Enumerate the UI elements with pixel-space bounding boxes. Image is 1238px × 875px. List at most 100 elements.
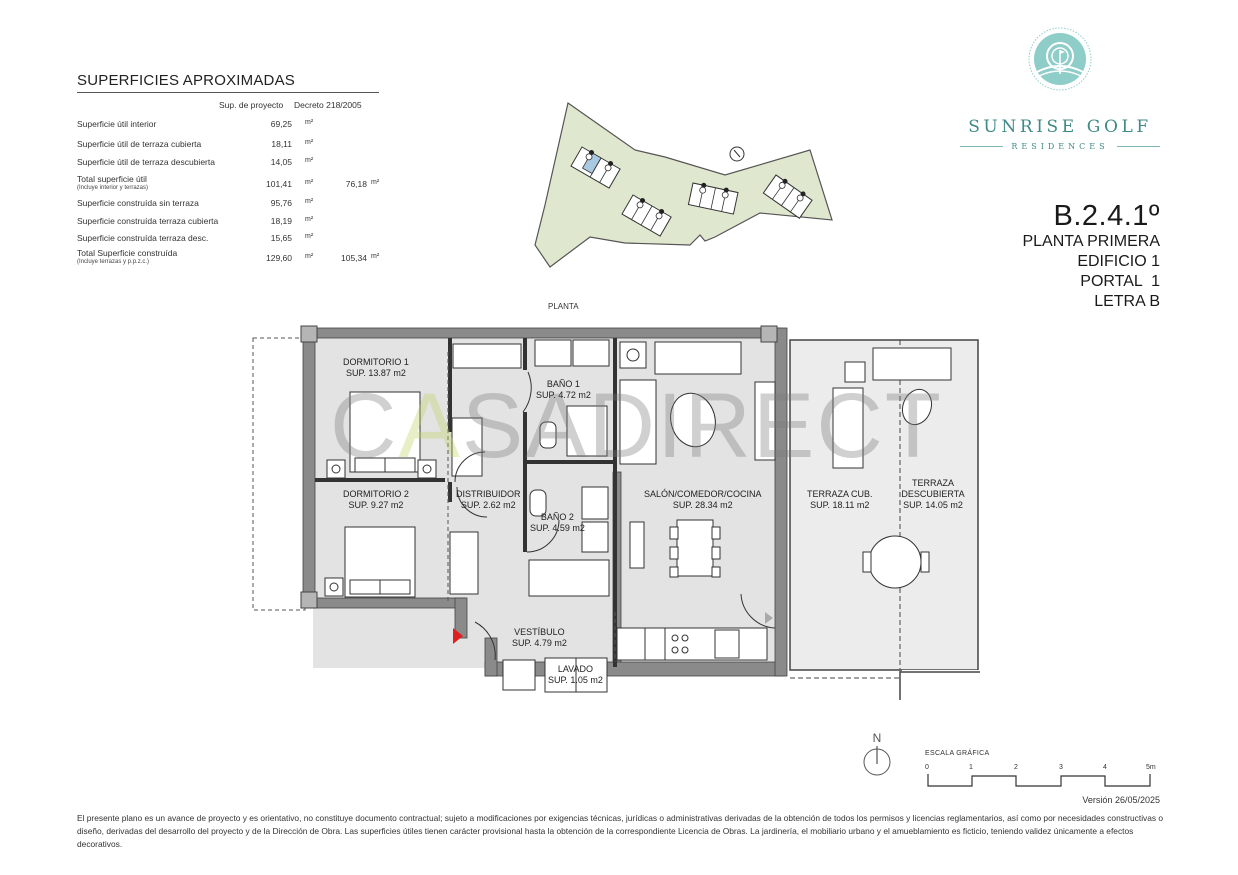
areas-row: Superficie construída sin terraza 95,76 … xyxy=(77,198,377,216)
room-area: SUP. 13.87 m2 xyxy=(345,368,406,378)
row-label: Total Superficie construída xyxy=(77,248,178,258)
row-label: Total superficie útil xyxy=(77,174,147,184)
row-label: Superficie útil interior xyxy=(77,119,157,129)
row-label: Superficie construída terraza desc. xyxy=(77,233,209,243)
row-decreto: 105,34 xyxy=(341,253,367,263)
brand-logo: SUNRISE GOLF RESIDENCES xyxy=(960,26,1160,151)
room-name: VESTÍBULO xyxy=(514,627,565,637)
compass-label: N xyxy=(872,731,882,745)
room-area: SUP. 4.59 m2 xyxy=(530,523,585,533)
areas-row: Total superficie útil (Incluye interior … xyxy=(77,174,380,198)
site-north-icon xyxy=(729,146,745,162)
room-terraza-cubierta: TERRAZA CUB.SUP. 18.11 m2 xyxy=(807,489,873,511)
room-name: BAÑO 1 xyxy=(546,379,580,389)
row-unit: m² xyxy=(305,179,314,186)
unit-building: EDIFICIO 1 xyxy=(1077,253,1160,270)
room-area: SUP. 9.27 m2 xyxy=(348,500,404,510)
row-label: Superficie útil de terraza descubierta xyxy=(77,157,215,167)
room-name: LAVADO xyxy=(557,664,594,674)
brand-subtitle: RESIDENCES xyxy=(1011,142,1109,151)
row-label: Superficie útil de terraza cubierta xyxy=(77,139,202,149)
divider xyxy=(960,146,1004,147)
room-name: SALÓN/COMEDOR/COCINA xyxy=(644,489,762,499)
room-name: TERRAZA DESCUBIERTA xyxy=(901,478,965,499)
graphic-scale: ESCALA GRÁFICA 0 1 2 3 4 5m xyxy=(925,750,1165,790)
row-proyecto: 15,65 xyxy=(270,233,292,243)
row-proyecto: 14,05 xyxy=(270,157,292,167)
areas-row: Total Superficie construída (Incluye ter… xyxy=(77,248,380,270)
areas-header: Sup. de proyecto Decreto 218/2005 xyxy=(77,93,377,111)
row-unit: m² xyxy=(371,253,380,260)
room-name: DISTRIBUIDOR xyxy=(456,489,521,499)
plan-label: PLANTA xyxy=(548,302,579,311)
room-name: TERRAZA CUB. xyxy=(807,489,873,499)
col-header-decreto: Decreto 218/2005 xyxy=(294,100,362,110)
brand-name: SUNRISE GOLF xyxy=(968,117,1152,137)
compass-icon xyxy=(863,746,891,776)
row-proyecto: 129,60 xyxy=(266,253,292,263)
row-unit: m² xyxy=(371,179,380,186)
room-area: SUP. 4.79 m2 xyxy=(512,638,567,648)
site-plan-map xyxy=(534,101,833,268)
row-unit: m² xyxy=(305,253,314,260)
room-area: SUP. 14.05 m2 xyxy=(903,500,963,510)
row-unit: m² xyxy=(305,216,314,223)
row-proyecto: 18,11 xyxy=(271,139,292,149)
divider xyxy=(1116,146,1160,147)
floor-plan xyxy=(252,325,982,700)
building-block-1 xyxy=(570,146,621,189)
room-area: SUP. 4.72 m2 xyxy=(536,390,591,400)
row-label: Superficie construída sin terraza xyxy=(77,198,199,208)
version-label: Versión 26/05/2025 xyxy=(1082,795,1160,805)
row-sublabel: (Incluye interior y terrazas) xyxy=(77,185,149,191)
disclaimer-text: El presente plano es un avance de proyec… xyxy=(77,813,1164,849)
sunrise-logo-icon xyxy=(1028,27,1092,91)
room-name: BAÑO 2 xyxy=(540,512,574,522)
north-compass: N xyxy=(862,732,892,780)
building-block-4 xyxy=(762,174,813,219)
room-area: SUP. 2.62 m2 xyxy=(460,500,516,510)
areas-table: SUPERFICIES APROXIMADAS Sup. de proyecto… xyxy=(77,72,380,265)
unit-info: B.2.4.1º PLANTA PRIMERA EDIFICIO 1 PORTA… xyxy=(1022,200,1160,312)
row-unit: m² xyxy=(305,198,314,205)
row-proyecto: 18,19 xyxy=(270,216,292,226)
areas-row: Superficie construída terraza cubierta 1… xyxy=(77,216,377,233)
areas-row: Superficie útil interior 69,25 m² xyxy=(77,119,377,139)
row-unit: m² xyxy=(305,119,314,126)
scale-title: ESCALA GRÁFICA xyxy=(925,750,990,757)
room-area: SUP. 18.11 m2 xyxy=(810,500,870,510)
row-decreto: 76,18 xyxy=(345,179,367,189)
row-label: Superficie construída terraza cubierta xyxy=(77,216,219,226)
areas-row: Superficie útil de terraza descubierta 1… xyxy=(77,157,377,174)
col-header-proyecto: Sup. de proyecto xyxy=(219,100,284,110)
entrance-arrow-icon xyxy=(453,628,463,644)
areas-row: Superficie construída terraza desc. 15,6… xyxy=(77,233,377,248)
room-area: SUP. 1.05 m2 xyxy=(548,675,603,685)
row-unit: m² xyxy=(305,157,314,164)
room-name: DORMITORIO 1 xyxy=(343,357,409,367)
row-proyecto: 69,25 xyxy=(270,119,292,129)
areas-title: SUPERFICIES APROXIMADAS xyxy=(77,72,379,93)
building-block-3 xyxy=(687,182,739,215)
row-unit: m² xyxy=(305,233,314,240)
unit-floor: PLANTA PRIMERA xyxy=(1022,233,1160,250)
building-block-2 xyxy=(621,194,672,237)
row-proyecto: 95,76 xyxy=(270,198,292,208)
row-proyecto: 101,41 xyxy=(266,179,292,189)
room-area: SUP. 28.34 m2 xyxy=(672,500,733,510)
room-name: DORMITORIO 2 xyxy=(343,489,409,499)
scale-bar xyxy=(927,774,1151,787)
unit-code: B.2.4.1º xyxy=(1053,200,1160,232)
areas-row: Superficie útil de terraza cubierta 18,1… xyxy=(77,139,377,157)
unit-portal: PORTAL 1 xyxy=(1080,273,1160,290)
row-unit: m² xyxy=(305,139,314,146)
unit-letter: LETRA B xyxy=(1094,293,1160,310)
